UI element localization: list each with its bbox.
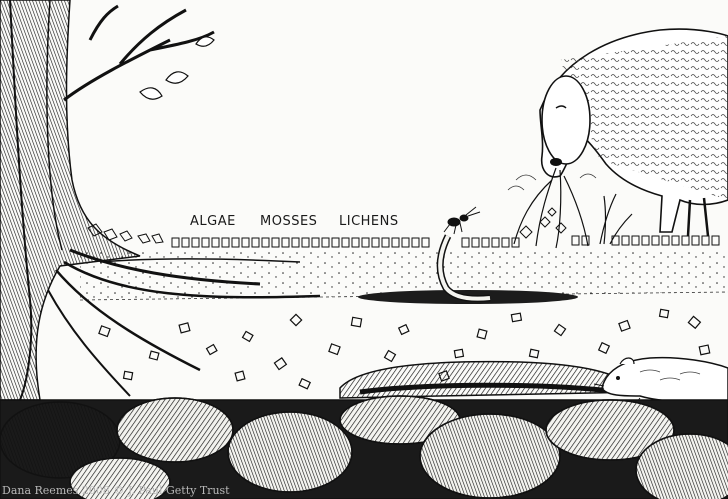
tree (0, 0, 320, 400)
copyright-credit: Dana Reemes 2008 © J. Paul Getty Trust (2, 484, 230, 497)
rodent-burrow (340, 362, 640, 398)
label-algae: ALGAE (190, 214, 236, 229)
label-lichens: LICHENS (339, 214, 399, 229)
surface-blocks (88, 208, 719, 247)
sheep (508, 29, 728, 248)
insect (444, 207, 480, 234)
label-mosses: MOSSES (260, 214, 317, 229)
